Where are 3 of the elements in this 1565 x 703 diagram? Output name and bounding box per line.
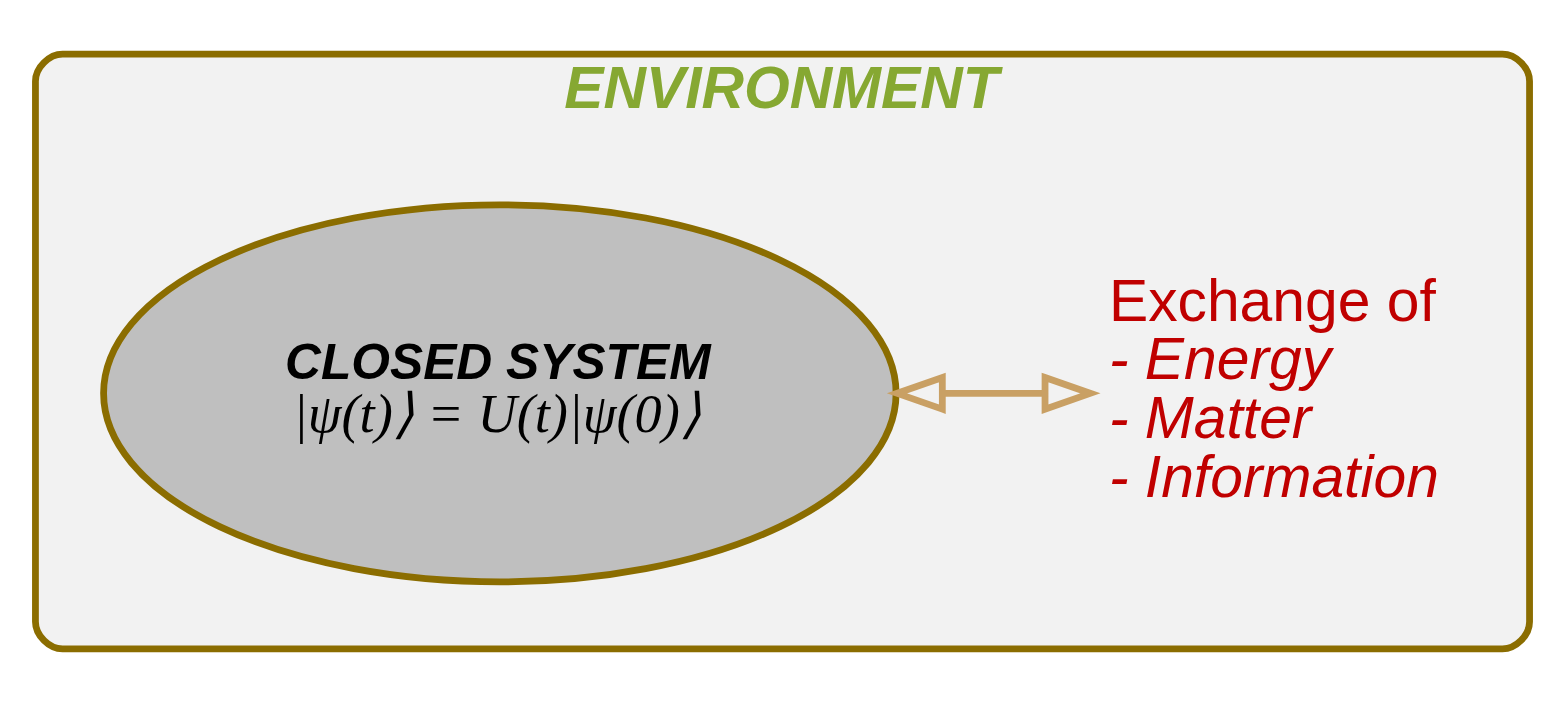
arrow (886, 372, 1101, 414)
node-text: Exchange of - Energy - Matter - Information (1108, 267, 1439, 509)
node-ellipse: CLOSED SYSTEM |ψ(t)⟩ = U(t)|ψ(0)⟩ (100, 201, 900, 586)
